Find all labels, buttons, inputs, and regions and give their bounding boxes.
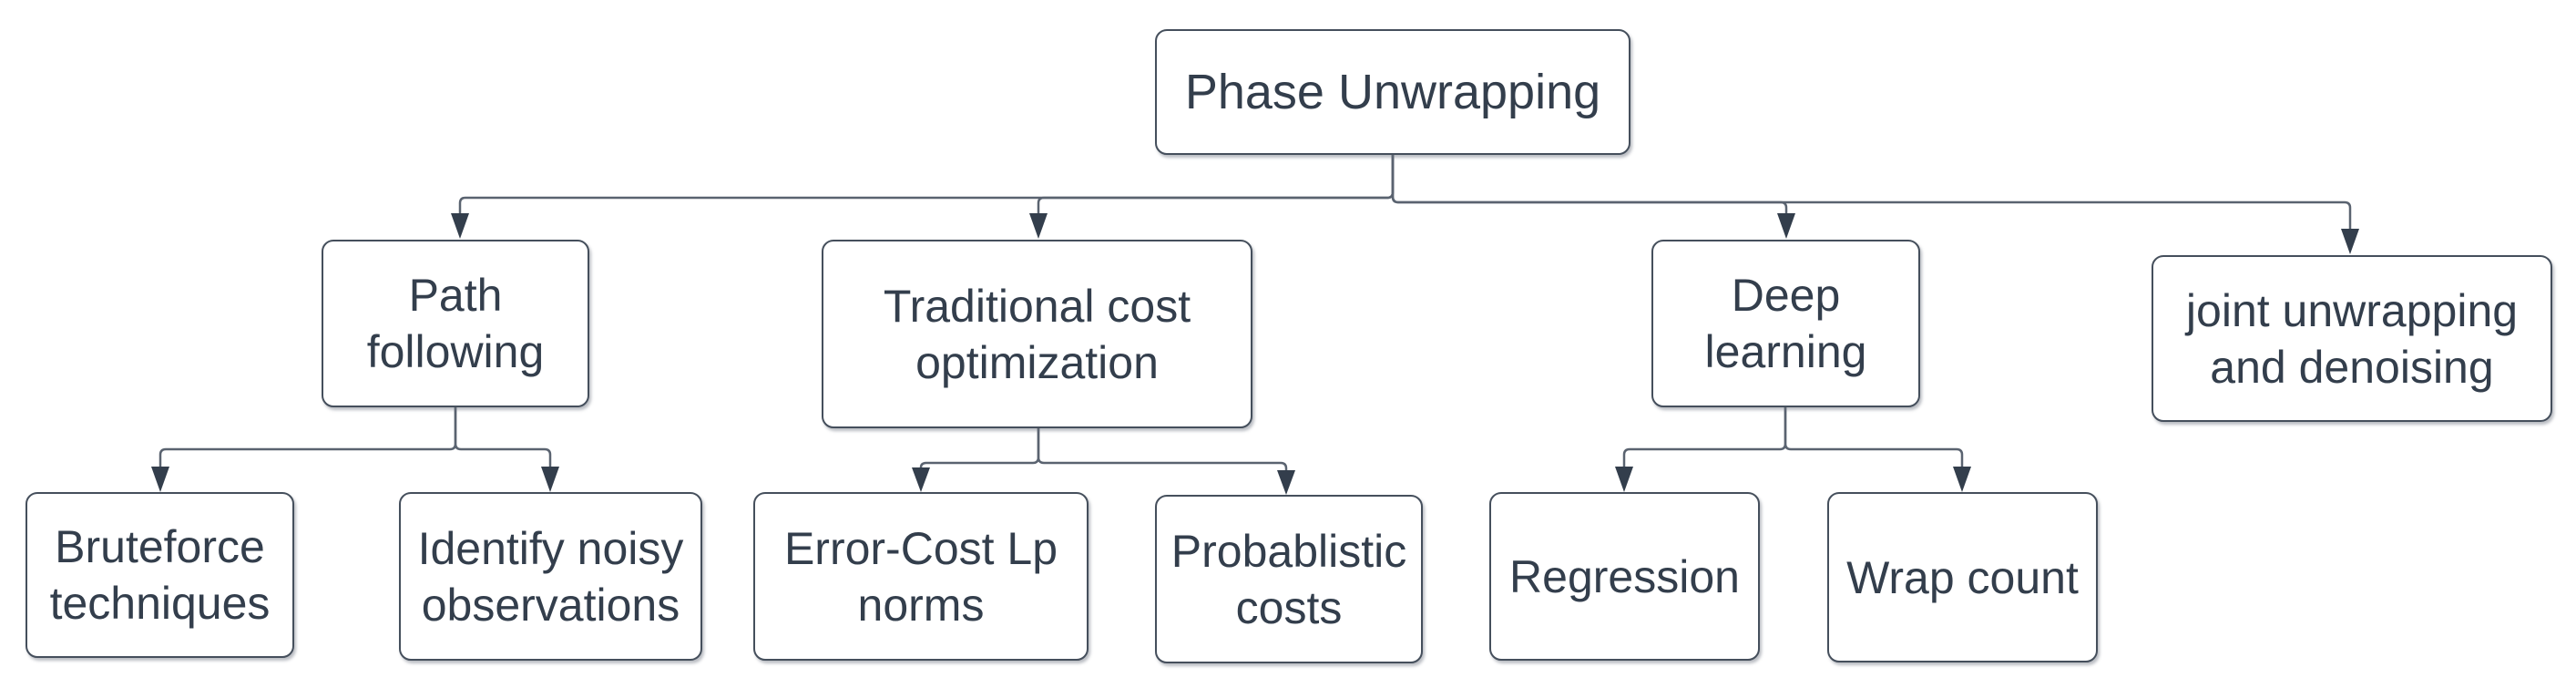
arrowhead-icon — [912, 467, 930, 492]
node-error-cost-lp-norms: Error-Cost Lp norms — [753, 492, 1089, 661]
connector-line — [1622, 407, 1787, 467]
edge-traditional-cost-to-probablistic — [1037, 428, 1295, 495]
node-phase-unwrapping: Phase Unwrapping — [1155, 29, 1630, 155]
node-path-following-label: Path following — [366, 270, 545, 377]
edge-traditional-cost-to-error-cost — [912, 428, 1040, 492]
connector-line — [454, 407, 552, 467]
arrowhead-icon — [151, 467, 169, 492]
connector-line — [1784, 407, 1964, 467]
edge-root-to-traditional-cost — [1029, 155, 1395, 239]
connector-line — [1037, 428, 1288, 470]
edge-path-following-to-identify-noisy — [454, 407, 559, 492]
edge-path-following-to-bruteforce — [151, 407, 457, 492]
edge-root-to-deep-learning — [1391, 155, 1795, 239]
node-probablistic-costs: Probablistic costs — [1155, 495, 1423, 663]
node-regression: Regression — [1489, 492, 1760, 661]
node-deep-learning-label: Deep learning — [1704, 270, 1867, 377]
connector-line — [158, 407, 457, 467]
arrowhead-icon — [1953, 467, 1971, 492]
node-wrap-count-label: Wrap count — [1846, 551, 2079, 603]
arrowhead-icon — [1277, 470, 1295, 495]
arrowhead-icon — [541, 467, 559, 492]
edge-root-to-joint-unwrapping — [1391, 155, 2359, 254]
node-bruteforce-techniques-label: Bruteforce techniques — [49, 521, 271, 629]
node-identify-noisy-observations: Identify noisy observations — [399, 492, 702, 661]
node-probablistic-costs-label: Probablistic costs — [1170, 525, 1407, 633]
node-traditional-cost-optimization-label: Traditional cost optimization — [883, 280, 1191, 388]
connector-line — [1037, 155, 1395, 213]
edge-deep-learning-to-regression — [1615, 407, 1787, 492]
connector-line — [1391, 155, 1788, 213]
arrowhead-icon — [2341, 229, 2359, 254]
arrowhead-icon — [1615, 467, 1633, 492]
node-identify-noisy-observations-label: Identify noisy observations — [417, 522, 684, 631]
node-path-following: Path following — [322, 240, 589, 407]
connector-line — [1391, 155, 2352, 229]
node-joint-unwrapping-and-denoising: joint unwrapping and denoising — [2152, 255, 2552, 422]
node-error-cost-lp-norms-label: Error-Cost Lp norms — [783, 522, 1058, 631]
node-joint-unwrapping-and-denoising-label: joint unwrapping and denoising — [2185, 284, 2519, 393]
arrowhead-icon — [1029, 213, 1048, 239]
edge-deep-learning-to-wrap-count — [1784, 407, 1971, 492]
node-wrap-count: Wrap count — [1827, 492, 2098, 662]
arrowhead-icon — [451, 213, 469, 239]
node-regression-label: Regression — [1509, 550, 1740, 602]
node-traditional-cost-optimization: Traditional cost optimization — [822, 240, 1252, 428]
node-phase-unwrapping-label: Phase Unwrapping — [1184, 64, 1601, 119]
node-bruteforce-techniques: Bruteforce techniques — [26, 492, 294, 658]
node-deep-learning: Deep learning — [1651, 240, 1920, 407]
arrowhead-icon — [1777, 213, 1795, 239]
connector-line — [458, 155, 1395, 213]
connector-line — [919, 428, 1040, 468]
